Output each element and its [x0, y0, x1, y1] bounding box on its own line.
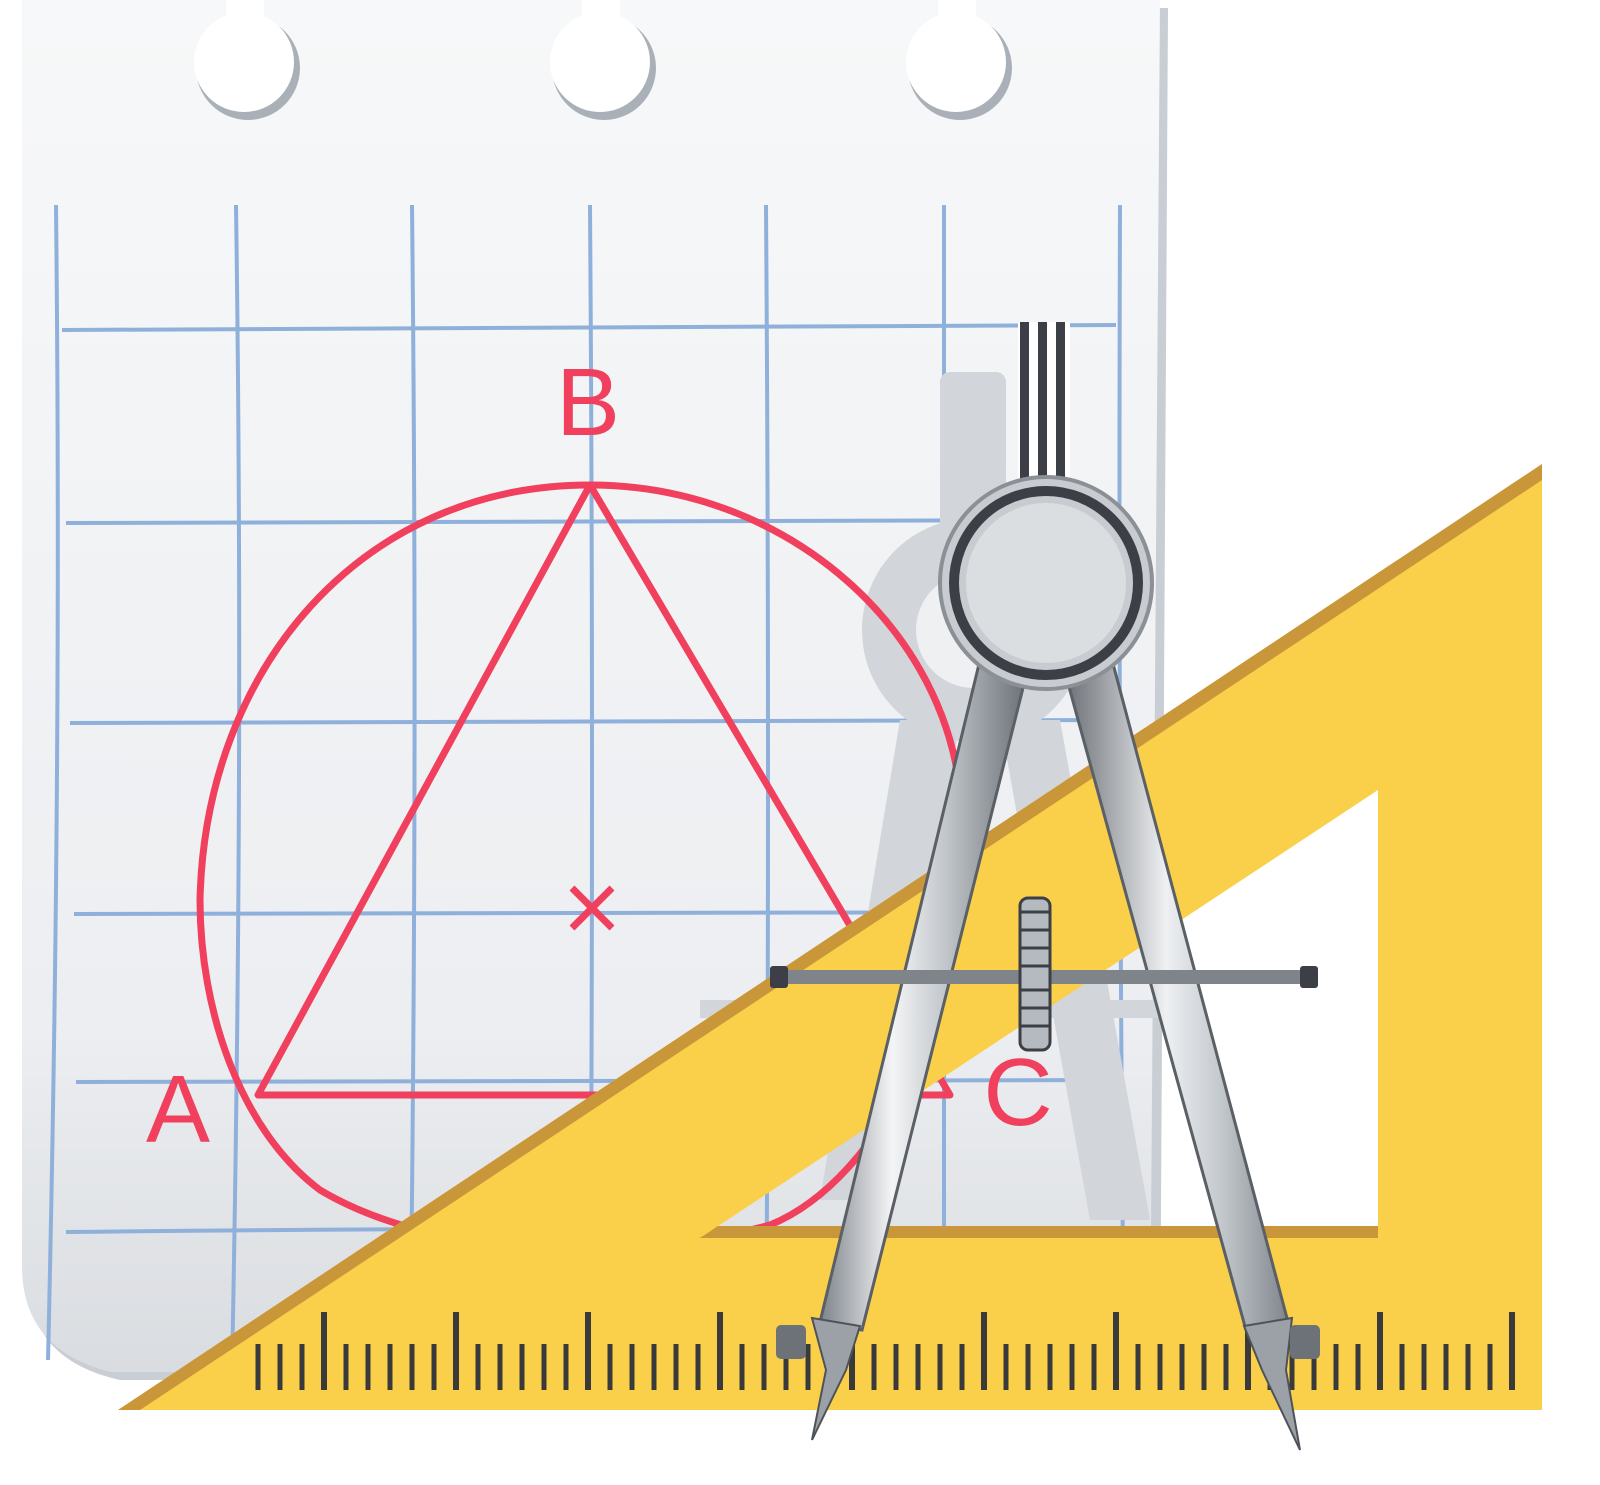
compass-adjustment-wheel [1018, 896, 1052, 1052]
compass-needle-left [810, 1316, 862, 1441]
vertex-label-b: B [556, 349, 620, 456]
compass-needle-right [1242, 1316, 1301, 1451]
drawing-compass-icon [770, 322, 1320, 1451]
binding-holes [194, 0, 1012, 120]
ruler-ticks [255, 1312, 1515, 1390]
center-mark [569, 885, 615, 931]
vertex-label-a: A [146, 1056, 210, 1163]
set-square-window-edge [700, 1226, 1378, 1238]
compass-leg-screws [776, 1325, 1320, 1359]
set-square-edge [118, 464, 1542, 1410]
compass-ring [938, 475, 1154, 691]
vertex-label-c: C [983, 1039, 1052, 1146]
compass-handle [1018, 322, 1070, 502]
